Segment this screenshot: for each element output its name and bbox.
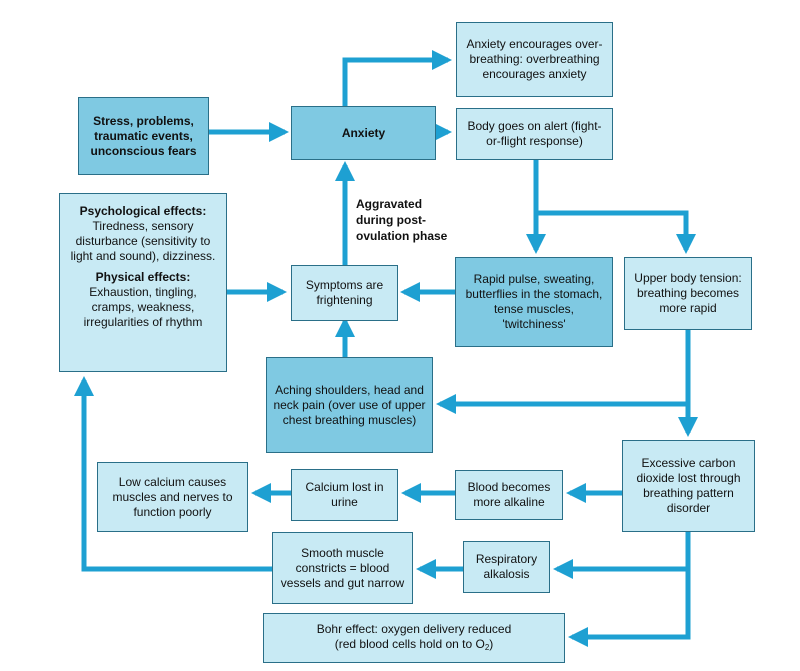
arrow-co2-to-alkalosis	[553, 532, 691, 579]
arrow-anxiety-to-overbreathing	[342, 50, 452, 106]
calcium-lost-box: Calcium lost in urine	[291, 469, 398, 521]
calcium-lost-text: Calcium lost in urine	[305, 480, 384, 509]
stress-box: Stress, problems, traumatic events, unco…	[78, 97, 209, 175]
rapid-pulse-box: Rapid pulse, sweating, butterflies in th…	[455, 257, 613, 347]
physical-effects-text: Exhaustion, tingling, cramps, weakness, …	[83, 285, 203, 329]
low-calcium-box: Low calcium causes muscles and nerves to…	[97, 462, 248, 532]
arrow-alert-to-branches	[533, 160, 696, 254]
smooth-muscle-box: Smooth muscle constricts = blood vessels…	[272, 532, 413, 604]
upper-body-text: Upper body tension: breathing becomes mo…	[634, 271, 742, 315]
excessive-co2-box: Excessive carbon dioxide lost through br…	[622, 440, 755, 532]
bohr-line-2: (red blood cells hold on to O2)	[335, 637, 494, 655]
alkaline-box: Blood becomes more alkaline	[455, 470, 563, 520]
rapid-pulse-text: Rapid pulse, sweating, butterflies in th…	[465, 272, 603, 331]
stress-text: Stress, problems, traumatic events, unco…	[90, 113, 197, 158]
anxiety-box: Anxiety	[291, 106, 436, 160]
excessive-co2-text: Excessive carbon dioxide lost through br…	[636, 456, 741, 515]
alkalosis-box: Respiratory alkalosis	[463, 541, 550, 593]
symptoms-box: Symptoms are frightening	[291, 265, 398, 321]
bohr-effect-box: Bohr effect: oxygen delivery reduced (re…	[263, 613, 565, 663]
bohr-line-2-text: (red blood cells hold on to O	[334, 636, 485, 651]
effects-box: Psychological effects: Tiredness, sensor…	[59, 193, 227, 372]
aching-text: Aching shoulders, head and neck pain (ov…	[273, 382, 426, 427]
overbreathing-box: Anxiety encourages over-breathing: overb…	[456, 22, 613, 97]
arrow-smooth-muscle-to-effects	[74, 376, 272, 572]
psychological-effects-text: Tiredness, sensory disturbance (sensitiv…	[70, 219, 216, 263]
alert-text: Body goes on alert (fight-or-flight resp…	[467, 119, 602, 148]
upper-body-box: Upper body tension: breathing becomes mo…	[624, 257, 752, 330]
bohr-line-2-end: )	[489, 636, 494, 651]
physical-effects-heading: Physical effects:	[95, 270, 191, 284]
annotation-text: Aggravated during post-ovulation phase	[356, 197, 448, 243]
anxiety-text: Anxiety	[341, 125, 386, 140]
bohr-subscript: 2	[484, 642, 490, 652]
aching-box: Aching shoulders, head and neck pain (ov…	[266, 357, 433, 453]
low-calcium-text: Low calcium causes muscles and nerves to…	[112, 474, 233, 519]
overbreathing-text: Anxiety encourages over-breathing: overb…	[466, 37, 603, 81]
smooth-muscle-text: Smooth muscle constricts = blood vessels…	[280, 545, 405, 590]
alkaline-text: Blood becomes more alkaline	[467, 480, 551, 509]
bohr-line-1: Bohr effect: oxygen delivery reduced	[316, 621, 512, 636]
psychological-effects-heading: Psychological effects:	[79, 204, 207, 218]
arrow-co2-to-bohr	[568, 569, 691, 647]
post-ovulation-annotation: Aggravated during post-ovulation phase	[356, 196, 456, 244]
symptoms-text: Symptoms are frightening	[305, 278, 384, 307]
alert-box: Body goes on alert (fight-or-flight resp…	[456, 108, 613, 160]
alkalosis-text: Respiratory alkalosis	[475, 552, 538, 581]
